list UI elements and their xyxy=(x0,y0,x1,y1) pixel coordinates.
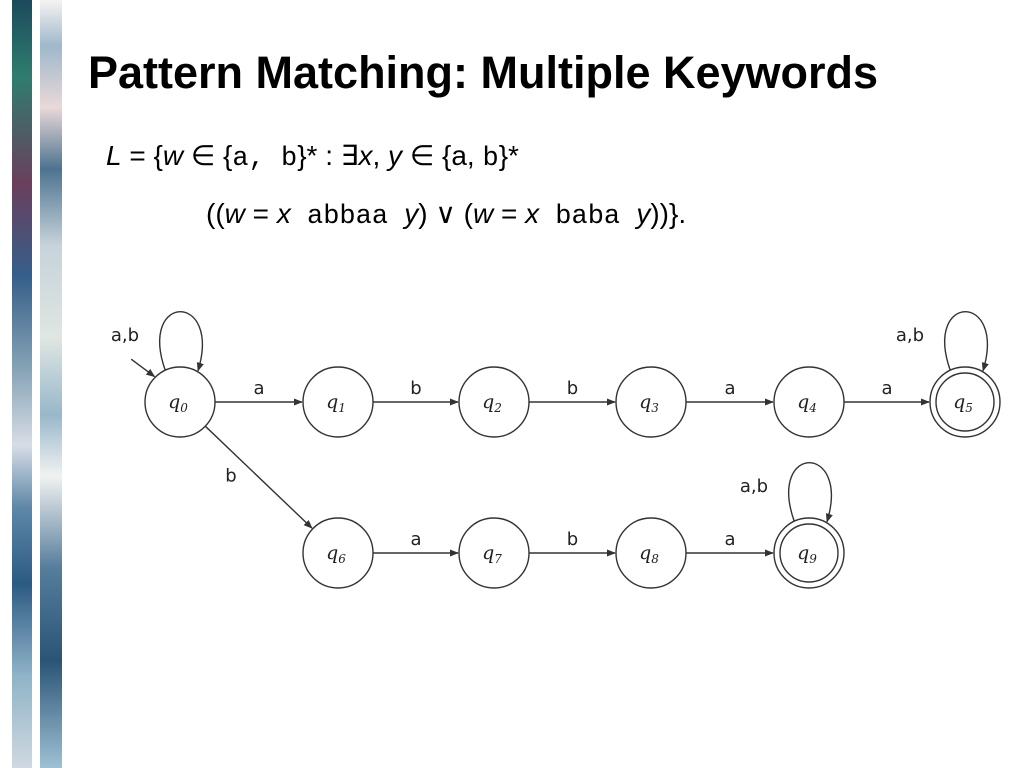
transition-label: b xyxy=(567,529,578,550)
state-q8: q8 xyxy=(615,517,687,589)
state-q9: q9 xyxy=(773,517,845,589)
self-loop-q5 xyxy=(944,310,989,372)
state-label: q1 xyxy=(326,391,346,415)
state-circle xyxy=(302,366,374,438)
transition-label: a xyxy=(881,378,892,399)
state-label: q7 xyxy=(482,542,502,566)
self-loop-label: a,b xyxy=(896,325,924,346)
state-circle xyxy=(302,517,374,589)
self-loop-q9 xyxy=(788,461,833,523)
slide-title: Pattern Matching: Multiple Keywords xyxy=(88,47,879,98)
decorative-strip-right xyxy=(40,0,62,768)
state-label: q6 xyxy=(326,542,346,566)
state-circle xyxy=(144,366,216,438)
state-q7: q7 xyxy=(458,517,530,589)
transition-label: a xyxy=(253,378,264,399)
state-q6: q6 xyxy=(302,517,374,589)
start-arrow xyxy=(130,358,156,378)
state-circle xyxy=(929,366,1001,438)
transition-q0-q6 xyxy=(204,425,313,529)
transition-label: a xyxy=(410,529,421,550)
state-q0: q0 xyxy=(144,366,216,438)
state-q2: q2 xyxy=(458,366,530,438)
formula-line-2: ((w = x abbaa y) ∨ (w = x baba y))}. xyxy=(206,198,687,232)
state-label: q4 xyxy=(797,391,817,415)
self-loop-label: a,b xyxy=(111,325,139,346)
transition-label: a xyxy=(724,529,735,550)
state-circle xyxy=(458,366,530,438)
state-q5: q5 xyxy=(929,366,1001,438)
state-circle xyxy=(773,517,845,589)
formula-line-1: L = {w ∈ {a, b}* : ∃x, y ∈ {a, b}* xyxy=(106,140,519,174)
self-loop-label: a,b xyxy=(740,476,768,497)
accepting-ring xyxy=(779,523,839,583)
self-loop-q0 xyxy=(159,310,204,372)
state-q1: q1 xyxy=(302,366,374,438)
state-label: q5 xyxy=(953,391,973,415)
transition-label: b xyxy=(225,466,236,487)
state-circle xyxy=(615,517,687,589)
state-circle xyxy=(458,517,530,589)
state-label: q3 xyxy=(639,391,659,415)
state-q3: q3 xyxy=(615,366,687,438)
state-label: q0 xyxy=(168,391,188,415)
state-label: q8 xyxy=(639,542,659,566)
transition-label: b xyxy=(410,378,421,399)
transition-label: a xyxy=(724,378,735,399)
state-q4: q4 xyxy=(773,366,845,438)
state-label: q9 xyxy=(797,542,817,566)
decorative-strip-left xyxy=(12,0,32,768)
state-label: q2 xyxy=(482,391,502,415)
accepting-ring xyxy=(935,372,995,432)
transition-label: b xyxy=(567,378,578,399)
state-circle xyxy=(615,366,687,438)
state-circle xyxy=(773,366,845,438)
